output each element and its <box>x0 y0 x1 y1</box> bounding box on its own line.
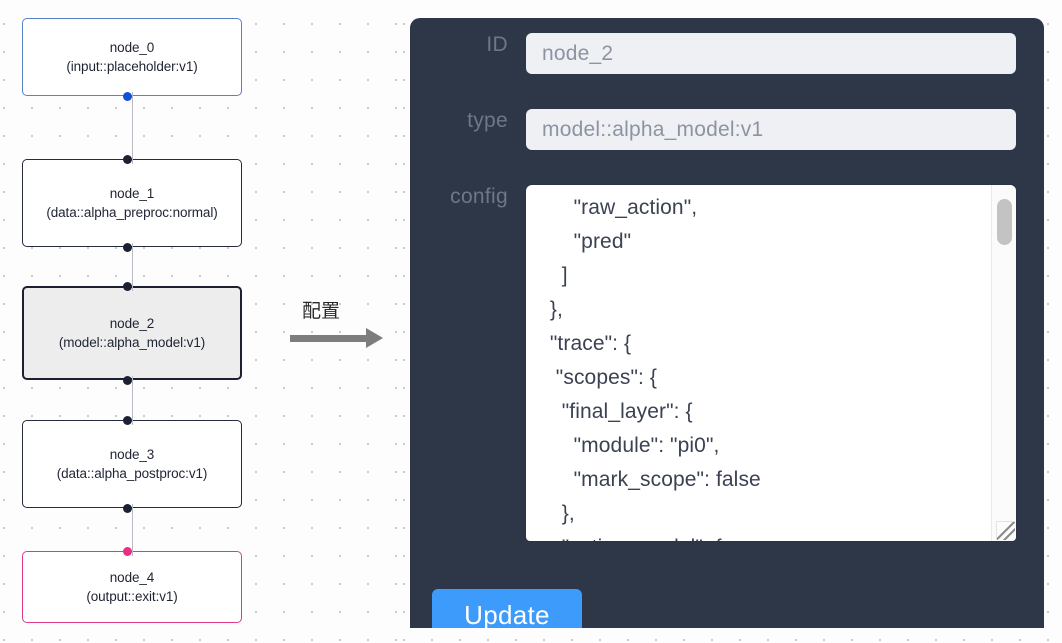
id-field-label: ID <box>486 33 508 56</box>
edge-node3-node4 <box>131 504 134 556</box>
configure-annotation: 配置 <box>288 296 398 366</box>
node-handle-source-node_0[interactable] <box>122 91 132 101</box>
edge-node2-node3 <box>131 376 134 425</box>
node-label: node_4(output::exit:v1) <box>86 569 178 605</box>
node-handle-target-node_2[interactable] <box>122 281 132 291</box>
annotation-label: 配置 <box>302 300 341 322</box>
node-handle-source-node_1[interactable] <box>122 242 132 252</box>
node-handle-source-node_3[interactable] <box>122 503 132 513</box>
graph-node-node_3[interactable]: node_3(data::alpha_postproc:v1) <box>22 420 242 508</box>
type-field-label: type <box>467 109 508 132</box>
node-handle-target-node_3[interactable] <box>122 415 132 425</box>
config-field-label: config <box>450 185 508 208</box>
node-label: node_3(data::alpha_postproc:v1) <box>56 446 208 482</box>
arrow-icon <box>290 335 368 342</box>
graph-node-node_2[interactable]: node_2(model::alpha_model:v1) <box>22 286 242 380</box>
update-button[interactable]: Update <box>432 589 582 628</box>
graph-node-node_0[interactable]: node_0(input::placeholder:v1) <box>22 18 242 96</box>
field-row-id: ID <box>424 33 1016 74</box>
node-label: node_2(model::alpha_model:v1) <box>58 315 206 351</box>
resize-grip-icon[interactable] <box>996 521 1015 540</box>
node-label: node_1(data::alpha_preproc:normal) <box>46 185 218 221</box>
config-scrollbar-thumb[interactable] <box>997 199 1012 245</box>
node-handle-target-node_1[interactable] <box>122 154 132 164</box>
node-handle-source-node_2[interactable] <box>122 375 132 385</box>
node-handle-target-node_4[interactable] <box>122 546 132 556</box>
edge-node1-node2 <box>131 243 134 291</box>
node-properties-panel: ID type config "raw_action", "pred" ] },… <box>410 18 1044 628</box>
field-row-type: type <box>424 109 1016 150</box>
type-input[interactable] <box>526 109 1016 150</box>
node-label: node_0(input::placeholder:v1) <box>66 39 198 75</box>
config-scrollbar[interactable] <box>991 185 1016 541</box>
graph-node-node_1[interactable]: node_1(data::alpha_preproc:normal) <box>22 159 242 247</box>
config-textarea-wrapper[interactable]: "raw_action", "pred" ] }, "trace": { "sc… <box>526 185 1016 541</box>
field-row-config: config "raw_action", "pred" ] }, "trace"… <box>424 185 1016 541</box>
graph-node-node_4[interactable]: node_4(output::exit:v1) <box>22 551 242 623</box>
edge-node0-node1 <box>131 92 134 164</box>
id-input[interactable] <box>526 33 1016 74</box>
graph-canvas[interactable]: node_0(input::placeholder:v1) node_1(dat… <box>0 0 400 643</box>
config-textarea[interactable]: "raw_action", "pred" ] }, "trace": { "sc… <box>549 196 761 541</box>
arrow-head-icon <box>366 328 383 348</box>
